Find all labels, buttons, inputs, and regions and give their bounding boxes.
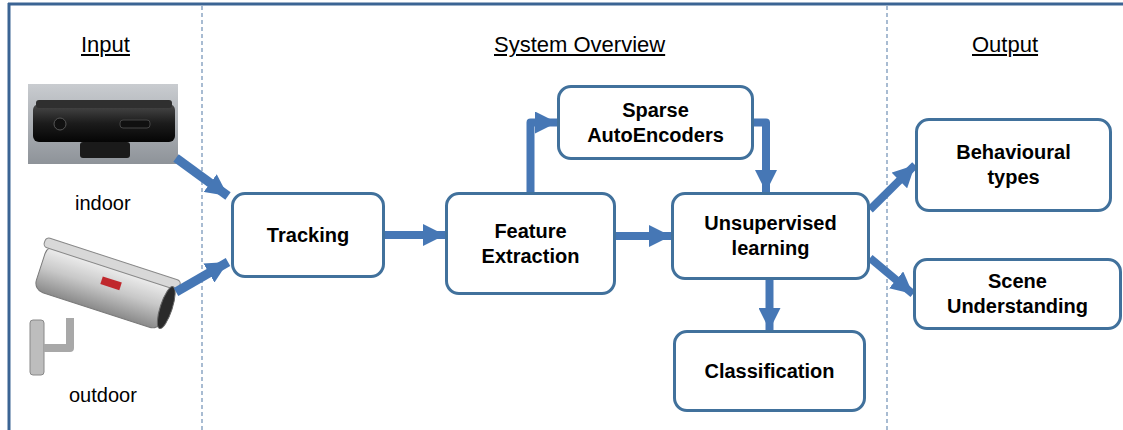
section-heading: Input [81, 32, 130, 58]
box-label: Feature Extraction [458, 219, 603, 269]
process-box: Feature Extraction [445, 192, 616, 295]
input-arrow [176, 262, 228, 292]
flow-arrow [870, 258, 913, 294]
flow-arrow [385, 231, 445, 239]
process-box: Unsupervised learning [671, 192, 870, 280]
process-box: Tracking [231, 192, 385, 278]
flow-arrow [870, 165, 915, 210]
camera-body-group [30, 237, 182, 332]
process-box: Scene Understanding [913, 258, 1122, 330]
box-label: Sparse AutoEncoders [570, 98, 741, 148]
flow-arrow [766, 280, 774, 330]
camera-lens [154, 285, 179, 331]
box-label: Behavioural types [928, 140, 1099, 190]
camera-wallplate [30, 320, 44, 375]
frame-left [8, 3, 11, 430]
section-divider [886, 6, 887, 430]
process-box: Sparse AutoEncoders [557, 85, 754, 160]
box-label: Tracking [267, 223, 349, 248]
section-heading: Output [972, 32, 1038, 58]
section-divider [201, 6, 202, 430]
box-label: Classification [704, 359, 834, 384]
kinect-top [36, 100, 172, 108]
device-caption: outdoor [69, 384, 137, 407]
process-box: Classification [673, 330, 866, 412]
process-box: Behavioural types [915, 118, 1112, 212]
flow-arrow [531, 123, 558, 193]
kinect-sensor [120, 120, 150, 128]
section-heading: System Overview [494, 32, 665, 58]
frame-top [8, 3, 1123, 6]
kinect-lens [54, 118, 66, 130]
kinect-stand [80, 142, 130, 158]
flow-arrow [754, 123, 766, 193]
camera-bracket [44, 318, 70, 348]
input-arrow [176, 158, 228, 196]
flow-arrow [616, 232, 671, 240]
box-label: Unsupervised learning [684, 211, 857, 261]
box-label: Scene Understanding [926, 269, 1109, 319]
camera-hood [43, 237, 181, 290]
camera-logo [100, 276, 121, 290]
kinect-backdrop [28, 84, 178, 164]
kinect-body [33, 104, 175, 142]
device-caption: indoor [75, 192, 131, 215]
